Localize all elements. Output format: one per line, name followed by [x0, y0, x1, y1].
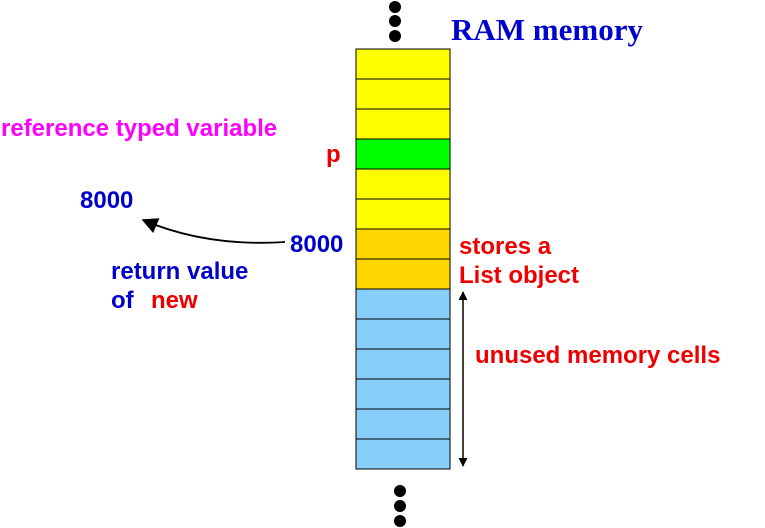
memory-cell-unused: [355, 348, 451, 380]
reference-typed-variable-label: reference typed variable: [1, 115, 278, 142]
variable-p-label: p: [326, 141, 341, 168]
memory-cell-unused: [355, 318, 451, 350]
bottom-ellipsis-dots: [394, 485, 406, 527]
memory-cell-unused: [355, 288, 451, 320]
memory-cell-cell: [355, 48, 451, 80]
unused-memory-cells-label: unused memory cells: [475, 342, 721, 369]
stores-label-line2: List object: [459, 262, 580, 289]
return-value-label: return value: [111, 258, 249, 285]
top-ellipsis-dots: [389, 1, 401, 42]
memory-cell-variable-p: [355, 138, 451, 170]
memory-cell-list-object: [355, 228, 451, 260]
dot: [394, 500, 406, 512]
memory-cell-cell: [355, 78, 451, 110]
new-keyword-label: new: [151, 287, 198, 314]
memory-cell-unused: [355, 378, 451, 410]
returned-address-label: 8000: [80, 187, 134, 214]
dot: [394, 515, 406, 527]
return-value-of-label: of: [111, 287, 134, 314]
dot: [389, 1, 401, 13]
address-label: 8000: [290, 231, 344, 258]
return-value-arrow: [141, 218, 286, 244]
memory-cell-cell: [355, 198, 451, 230]
memory-cell-unused: [355, 408, 451, 440]
memory-cell-cell: [355, 108, 451, 140]
diagram-title: RAM memory: [451, 12, 643, 47]
stores-label-line1: stores a: [459, 233, 552, 260]
memory-cell-list-object: [355, 258, 451, 290]
memory-cells: [355, 48, 451, 470]
dot: [394, 485, 406, 497]
dot: [389, 15, 401, 27]
memory-cell-cell: [355, 168, 451, 200]
memory-cell-unused: [355, 438, 451, 470]
dot: [389, 30, 401, 42]
